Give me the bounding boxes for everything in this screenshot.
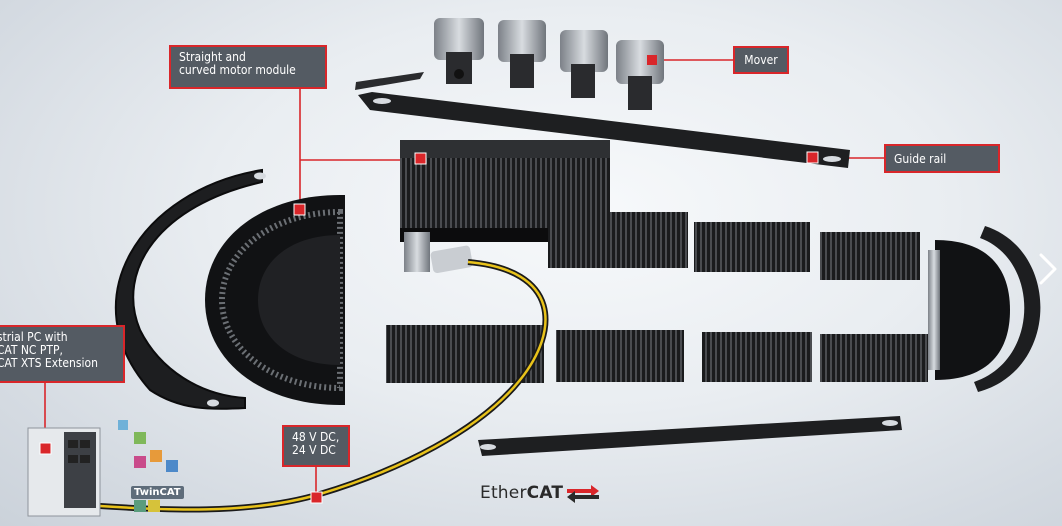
twincat-logo: TwinCAT bbox=[131, 486, 184, 499]
bottom-straight-modules bbox=[386, 325, 928, 383]
curved-motor-module bbox=[205, 195, 345, 405]
straight-module-bottom-2 bbox=[556, 330, 684, 382]
callout-power: 48 V DC, 24 V DC bbox=[282, 425, 350, 467]
callout-power-line-1: 48 V DC, bbox=[292, 430, 340, 444]
callout-ipc-line-3: nCAT XTS Extension bbox=[0, 356, 98, 370]
movers bbox=[434, 18, 664, 110]
marker-ipc bbox=[39, 442, 52, 455]
twincat-tiles bbox=[118, 420, 178, 512]
marker-guide-rail bbox=[806, 151, 819, 164]
callout-motor-module: Straight and curved motor module bbox=[169, 45, 327, 89]
right-curved-guide-rail bbox=[974, 226, 1041, 392]
callout-ipc-line-2: nCAT NC PTP, bbox=[0, 343, 63, 357]
marker-cable bbox=[310, 491, 323, 504]
marker-squares bbox=[39, 151, 819, 504]
marker-straight-module bbox=[414, 152, 427, 165]
power-connector bbox=[404, 232, 473, 274]
mover-3 bbox=[560, 30, 608, 98]
straight-module-top-4 bbox=[820, 232, 920, 280]
mover-marker bbox=[647, 55, 657, 65]
callout-industrial-pc: ustrial PC with nCAT NC PTP, nCAT XTS Ex… bbox=[0, 325, 125, 383]
callout-mover: Mover bbox=[733, 46, 789, 74]
callout-power-line-2: 24 V DC bbox=[292, 443, 336, 457]
marker-curved-module bbox=[293, 203, 306, 216]
callout-guide-rail-text: Guide rail bbox=[894, 152, 947, 166]
callout-motor-line-1: Straight and bbox=[179, 50, 246, 64]
callout-mover-text: Mover bbox=[744, 53, 778, 67]
mover-4 bbox=[616, 40, 664, 110]
industrial-pc bbox=[27, 427, 101, 517]
callout-ipc-line-1: ustrial PC with bbox=[0, 330, 68, 344]
mover-2 bbox=[498, 20, 546, 88]
bottom-guide-rail bbox=[478, 416, 902, 456]
left-curved-guide-rail bbox=[114, 168, 263, 410]
small-rail-piece bbox=[355, 72, 424, 90]
straight-module-bottom-4 bbox=[820, 334, 928, 382]
ethercat-arrows-icon bbox=[567, 485, 599, 503]
straight-module-top-3 bbox=[694, 222, 810, 272]
ethercat-logo-bold: CAT bbox=[526, 483, 564, 503]
mover-1 bbox=[434, 18, 484, 84]
top-straight-modules bbox=[400, 140, 920, 280]
straight-module-top-2 bbox=[548, 212, 688, 268]
callout-guide-rail: Guide rail bbox=[884, 144, 1000, 173]
ethercat-logo-prefix: Ether bbox=[480, 483, 527, 503]
callout-motor-line-2: curved motor module bbox=[179, 63, 296, 77]
straight-module-bottom-3 bbox=[702, 332, 812, 382]
chevron-right-icon[interactable] bbox=[1038, 252, 1058, 286]
right-curved-motor-module bbox=[928, 240, 1010, 380]
top-guide-rail bbox=[358, 92, 850, 168]
straight-module-bottom-1 bbox=[386, 325, 544, 383]
ethercat-logo: EtherCAT bbox=[480, 483, 563, 503]
